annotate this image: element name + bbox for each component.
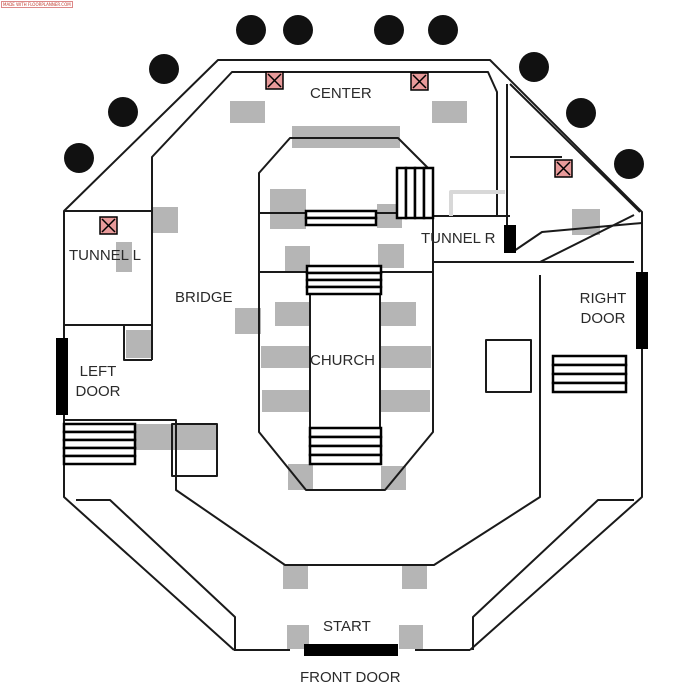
stairs-icon — [308, 426, 383, 466]
tree-icon — [149, 54, 179, 84]
spawn-marker-icon — [554, 159, 573, 178]
church-wall — [258, 137, 434, 491]
cover-block — [402, 565, 427, 589]
stairs-icon — [551, 354, 628, 394]
cover-block — [230, 101, 265, 123]
cover-block — [116, 242, 132, 272]
tunnel-r-wall — [513, 222, 643, 252]
tree-icon — [64, 143, 94, 173]
label-tunnel-r: TUNNEL R — [421, 230, 496, 247]
cover-block — [275, 302, 310, 326]
cover-block — [126, 330, 152, 358]
door-icon — [56, 338, 68, 415]
box — [485, 339, 532, 393]
cover-block — [287, 625, 309, 649]
label-church: CHURCH — [310, 352, 375, 369]
upper-ring-wall — [151, 71, 498, 325]
spawn-marker-icon — [99, 216, 118, 235]
label-right-door-line-1: RIGHT — [579, 290, 627, 307]
stairs-icon — [395, 166, 435, 220]
label-right-door-line-2: DOOR — [580, 310, 626, 327]
doors — [56, 225, 648, 656]
tree-icon — [236, 15, 266, 45]
tree-icon — [283, 15, 313, 45]
tree-icon — [108, 97, 138, 127]
label-start: START — [323, 618, 371, 635]
cover-block — [399, 625, 423, 649]
stairs — [62, 166, 628, 466]
stairs-icon — [62, 422, 137, 466]
lower-left-wall — [64, 419, 177, 450]
tunnel-r-ledge — [449, 190, 505, 216]
inner-band-wall — [76, 499, 236, 650]
cover-block — [380, 390, 430, 412]
cover-block — [152, 207, 178, 233]
spawn-markers — [99, 71, 573, 235]
label-left-door-line-1: LEFT — [79, 363, 117, 380]
cover-block — [572, 209, 600, 235]
label-left-door-line-2: DOOR — [75, 383, 121, 400]
cover-block — [270, 189, 306, 229]
tunnel-l-wall — [64, 324, 153, 360]
label-bridge: BRIDGE — [175, 289, 233, 306]
tree-icon — [519, 52, 549, 82]
spawn-marker-icon — [410, 72, 429, 91]
cover-block — [283, 565, 308, 589]
lower-right-wall — [175, 275, 541, 566]
floorplanner-credit: MADE WITH FLOORPLANNER.COM — [1, 1, 73, 8]
cover-block — [261, 346, 309, 368]
trees — [64, 15, 644, 179]
tree-icon — [374, 15, 404, 45]
cover-block — [288, 464, 313, 490]
upper-ring-wall — [509, 83, 641, 213]
label-tunnel-l: TUNNEL L — [69, 247, 141, 264]
cover-block — [379, 346, 431, 368]
cover-block — [380, 302, 416, 326]
inner-band-wall — [472, 499, 634, 650]
door-icon — [636, 272, 648, 349]
box — [171, 423, 218, 477]
tree-icon — [614, 149, 644, 179]
door-icon — [304, 644, 398, 656]
tunnel-r-wall — [539, 214, 635, 263]
cover-block — [378, 244, 404, 268]
door-icon — [504, 225, 516, 253]
label-front-door: FRONT DOOR — [300, 669, 401, 686]
lower-left-wall — [123, 325, 152, 361]
cover-blocks — [116, 101, 600, 649]
cover-block — [235, 308, 261, 334]
cover-block — [262, 390, 310, 412]
stairs-icon — [305, 264, 383, 296]
label-center: CENTER — [310, 85, 372, 102]
cover-block — [432, 101, 467, 123]
spawn-marker-icon — [265, 71, 284, 90]
stairs-icon — [304, 209, 378, 227]
tree-icon — [428, 15, 458, 45]
tree-icon — [566, 98, 596, 128]
